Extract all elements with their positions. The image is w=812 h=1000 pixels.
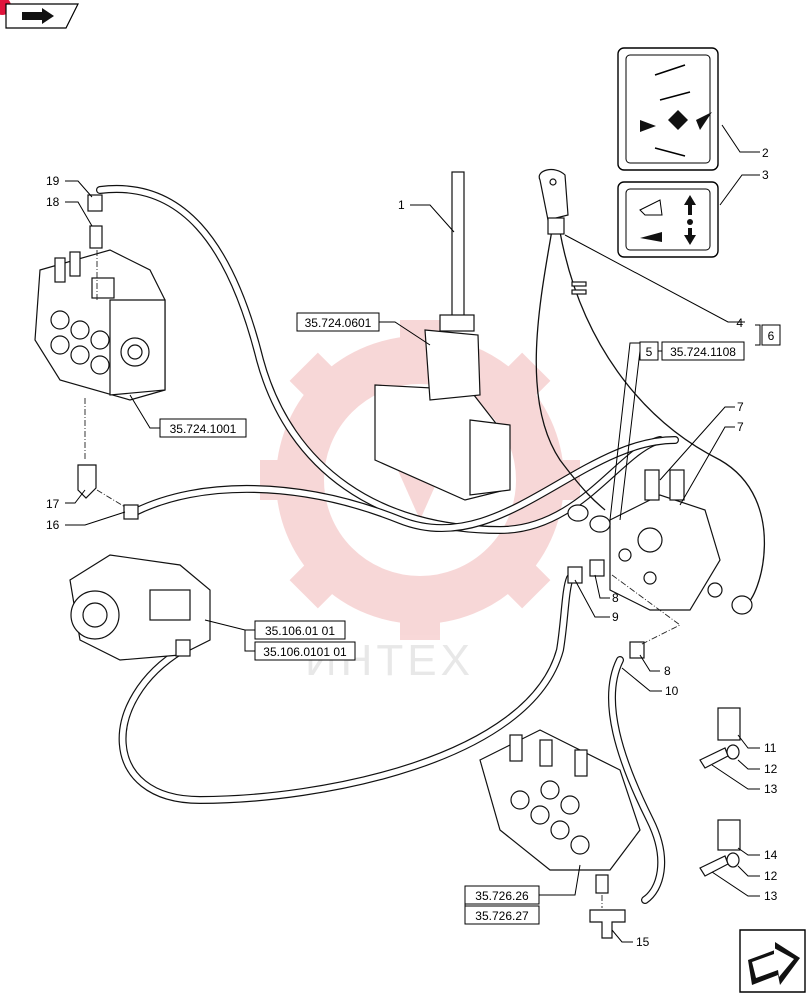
- svg-text:35.106.01 01: 35.106.01 01: [265, 624, 335, 638]
- fitting-19: [87, 194, 103, 212]
- svg-text:6: 6: [768, 329, 775, 343]
- callout-3: 3: [762, 168, 769, 182]
- ref-box-35-724-1001[interactable]: 35.724.1001: [159, 418, 247, 438]
- joystick: [538, 168, 587, 295]
- callout-16: 16: [46, 518, 60, 532]
- bolt-13b: [699, 855, 729, 877]
- control-valve-left: [34, 249, 166, 401]
- hydraulic-pump: [69, 554, 211, 661]
- ref-box-35-106-01-01[interactable]: 35.106.01 01: [254, 620, 346, 640]
- callout-7b: 7: [737, 420, 744, 434]
- ref-box-35-724-0601[interactable]: 35.724.0601: [296, 312, 380, 332]
- arrow-glyph-icon: [22, 8, 54, 24]
- washer-12b: [726, 852, 740, 868]
- fitting-16: [123, 504, 139, 520]
- decal-2: [617, 47, 719, 171]
- hoses: [96, 184, 766, 904]
- callout-4: 4: [736, 316, 743, 330]
- callout-11: 11: [764, 741, 777, 755]
- callout-17: 17: [46, 497, 60, 511]
- callout-7a: 7: [737, 400, 744, 414]
- callout-8a: 8: [612, 591, 619, 605]
- watermark-gear-icon: [260, 320, 580, 640]
- washer-12a: [726, 744, 740, 760]
- callout-19: 19: [46, 174, 60, 188]
- valve-block-right: [567, 469, 753, 615]
- callout-8b: 8: [664, 664, 671, 678]
- bracket-14: [717, 819, 741, 851]
- callout-10: 10: [665, 684, 679, 698]
- callout-9: 9: [612, 610, 619, 624]
- ref-box-5[interactable]: 5: [639, 341, 659, 361]
- leader-lines: [65, 124, 760, 943]
- next-page-arrow-icon[interactable]: [739, 929, 806, 993]
- callout-13a: 13: [764, 782, 778, 796]
- svg-text:35.724.0601: 35.724.0601: [305, 316, 372, 330]
- callout-1: 1: [398, 198, 405, 212]
- ref-box-35-726-27[interactable]: 35.726.27: [464, 905, 540, 925]
- ref-box-35-726-26[interactable]: 35.726.26: [464, 885, 540, 905]
- fitting-9-end: [567, 566, 583, 584]
- svg-text:35.106.0101 01: 35.106.0101 01: [263, 645, 347, 659]
- callout-12b: 12: [764, 869, 778, 883]
- callout-15: 15: [636, 935, 650, 949]
- svg-text:35.724.1001: 35.724.1001: [170, 422, 237, 436]
- callout-numbers: 1 2 3 4 7 7 8 9 8 10 11 12 13 14 12 13 1…: [46, 146, 778, 949]
- svg-text:35.724.1108: 35.724.1108: [670, 345, 736, 359]
- control-lever-assembly: [374, 171, 511, 501]
- callout-13b: 13: [764, 889, 778, 903]
- callout-2: 2: [762, 146, 769, 160]
- svg-text:5: 5: [646, 345, 653, 359]
- ref-box-6[interactable]: 6: [761, 324, 781, 346]
- decal-3: [617, 181, 719, 258]
- ref-box-35-724-1108[interactable]: 35.724.1108: [661, 341, 745, 361]
- fitting-8b: [629, 641, 645, 659]
- callout-12a: 12: [764, 762, 778, 776]
- fitting-18: [89, 225, 103, 249]
- ref-box-35-106-0101-01[interactable]: 35.106.0101 01: [254, 641, 356, 661]
- control-valve-lower: [479, 729, 641, 894]
- bolt-13a: [699, 747, 729, 769]
- elbow-17: [77, 464, 97, 499]
- tee-15: [589, 909, 626, 939]
- svg-text:35.726.27: 35.726.27: [475, 909, 529, 923]
- bracket-11: [717, 707, 741, 741]
- svg-text:35.726.26: 35.726.26: [475, 889, 529, 903]
- callout-18: 18: [46, 195, 60, 209]
- callout-14: 14: [764, 848, 778, 862]
- bracket-4-6: [755, 324, 761, 346]
- fitting-8a: [589, 559, 605, 577]
